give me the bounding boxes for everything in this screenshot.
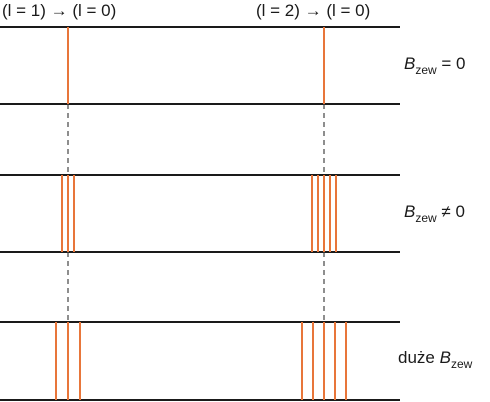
header-left-transition: (l = 1) → (l = 0) — [2, 1, 117, 20]
label-strong-field: duże Bzew — [398, 348, 472, 371]
dashed-guides — [67, 104, 325, 322]
label-strong-prefix: duże — [398, 348, 440, 367]
spectral-lines — [55, 27, 347, 400]
label-strong-sub: zew — [450, 357, 473, 371]
label-nonzero-sub: zew — [415, 211, 437, 225]
label-no-field-symbol: B — [404, 54, 416, 73]
label-nonzero-rest: ≠ 0 — [436, 202, 465, 221]
label-nonzero-symbol: B — [404, 202, 416, 221]
label-no-field-rest: = 0 — [436, 54, 466, 73]
label-no-field: Bzew = 0 — [404, 54, 466, 77]
label-strong-symbol: B — [439, 348, 451, 367]
panel-frames — [0, 26, 400, 401]
header-right-transition: (l = 2) → (l = 0) — [256, 1, 371, 20]
label-no-field-sub: zew — [415, 63, 437, 77]
label-nonzero-field: Bzew ≠ 0 — [404, 202, 465, 225]
